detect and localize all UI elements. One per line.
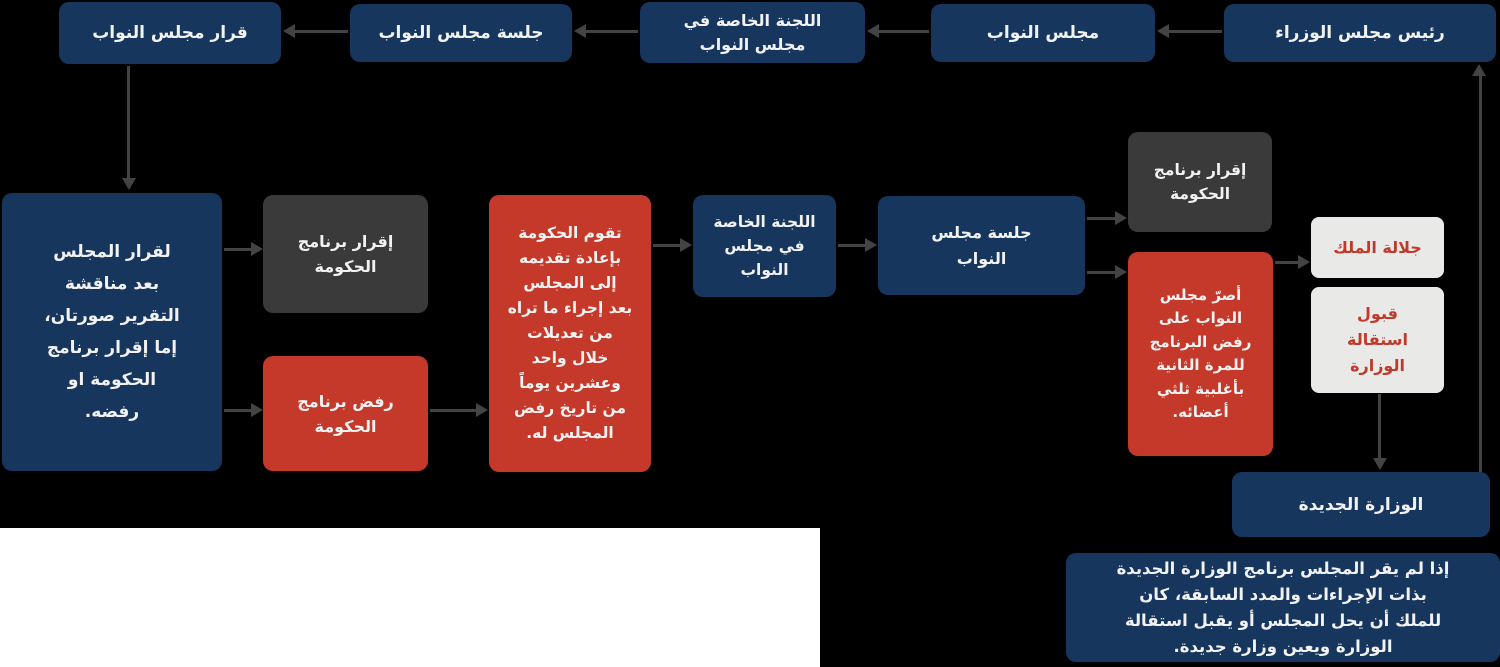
node-label: إقرار برنامج الحكومة bbox=[297, 232, 394, 276]
node-resubmit-program: تقوم الحكومة بإعادة تقديمه إلى المجلس بع… bbox=[489, 195, 651, 472]
node-label: الوزارة الجديدة bbox=[1298, 494, 1424, 515]
node-approve-program-left: إقرار برنامج الحكومة bbox=[263, 195, 428, 313]
node-king: جلالة الملك bbox=[1311, 217, 1444, 278]
node-insist-rejection: أصرّ مجلس النواب على رفض البرنامج للمرة … bbox=[1128, 252, 1273, 456]
node-label: إقرار برنامج الحكومة bbox=[1153, 161, 1247, 203]
arrow-reject-to-resubmit-head bbox=[476, 403, 488, 417]
arrow-ministry-to-pm-head bbox=[1472, 64, 1486, 76]
node-label: أصرّ مجلس النواب على رفض البرنامج للمرة … bbox=[1149, 285, 1252, 422]
arrow-outcomes-to-reject-shaft bbox=[224, 409, 251, 412]
node-label: اللجنة الخاصة في مجلس النواب bbox=[683, 10, 822, 54]
node-decision-outcomes: لقرار المجلس بعد مناقشة التقرير صورتان، … bbox=[2, 193, 222, 471]
arrow-session-to-approve-head bbox=[1115, 211, 1127, 225]
node-label: مجلس النواب bbox=[986, 23, 1100, 43]
node-house-decision: قرار مجلس النواب bbox=[59, 2, 281, 64]
arrow-insist-to-king-shaft bbox=[1275, 261, 1298, 264]
node-label: جلسة مجلس النواب bbox=[931, 222, 1032, 268]
arrow-insist-to-king-head bbox=[1298, 255, 1310, 269]
arrow-pm-to-house-head bbox=[1157, 24, 1169, 38]
arrow-decision-to-outcomes-head bbox=[122, 178, 136, 190]
node-house-session-mid: جلسة مجلس النواب bbox=[878, 196, 1085, 295]
arrow-committee-to-session-head bbox=[574, 24, 586, 38]
arrow-session-to-decision-shaft bbox=[294, 30, 348, 33]
arrow-resubmit-to-committee-head bbox=[680, 238, 692, 252]
node-house-of-representatives: مجلس النواب bbox=[931, 4, 1155, 62]
arrow-ministry-to-pm-shaft bbox=[1479, 76, 1482, 472]
node-prime-minister: رئيس مجلس الوزراء bbox=[1224, 4, 1496, 62]
node-label: جلالة الملك bbox=[1333, 238, 1422, 257]
node-label: قبول استقالة الوزارة bbox=[1347, 304, 1408, 375]
arrow-resignation-to-ministry-head bbox=[1373, 458, 1387, 470]
arrow-session-to-approve-shaft bbox=[1087, 217, 1115, 220]
node-bottom-note: إذا لم يقر المجلس برنامج الوزارة الجديدة… bbox=[1066, 553, 1500, 662]
arrow-pm-to-house-shaft bbox=[1168, 30, 1222, 33]
node-label: لقرار المجلس بعد مناقشة التقرير صورتان، … bbox=[44, 242, 180, 422]
arrow-house-to-committee-shaft bbox=[878, 30, 929, 33]
arrow-reject-to-resubmit-shaft bbox=[430, 409, 476, 412]
arrow-resubmit-to-committee-shaft bbox=[653, 244, 680, 247]
arrow-decision-to-outcomes-shaft bbox=[127, 66, 130, 178]
node-label: رئيس مجلس الوزراء bbox=[1275, 23, 1445, 43]
node-label: رفض برنامج الحكومة bbox=[297, 391, 394, 436]
node-label: إذا لم يقر المجلس برنامج الوزارة الجديدة… bbox=[1116, 558, 1450, 656]
arrow-outcomes-to-approve-head bbox=[251, 242, 263, 256]
arrow-resignation-to-ministry-shaft bbox=[1378, 394, 1381, 458]
node-approve-program-right: إقرار برنامج الحكومة bbox=[1128, 132, 1272, 232]
arrow-session-to-decision-head bbox=[283, 24, 295, 38]
background-white-area bbox=[0, 528, 820, 667]
arrow-committee-to-session-shaft bbox=[585, 30, 638, 33]
node-special-committee-mid: اللجنة الخاصة في مجلس النواب bbox=[693, 195, 836, 297]
node-label: تقوم الحكومة بإعادة تقديمه إلى المجلس بع… bbox=[507, 224, 633, 442]
arrow-outcomes-to-reject-head bbox=[251, 403, 263, 417]
arrow-session-to-insist-head bbox=[1115, 265, 1127, 279]
arrow-committee-to-session-mid-shaft bbox=[838, 244, 865, 247]
node-new-ministry: الوزارة الجديدة bbox=[1232, 472, 1490, 537]
arrow-committee-to-session-mid-head bbox=[865, 238, 877, 252]
node-house-session-top: جلسة مجلس النواب bbox=[350, 4, 572, 62]
arrow-session-to-insist-shaft bbox=[1087, 271, 1115, 274]
arrow-outcomes-to-approve-shaft bbox=[224, 248, 251, 251]
node-label: قرار مجلس النواب bbox=[92, 23, 248, 43]
node-label: جلسة مجلس النواب bbox=[378, 23, 544, 43]
node-special-committee-top: اللجنة الخاصة في مجلس النواب bbox=[640, 2, 865, 63]
node-reject-program: رفض برنامج الحكومة bbox=[263, 356, 428, 471]
node-label: اللجنة الخاصة في مجلس النواب bbox=[713, 213, 816, 279]
arrow-house-to-committee-head bbox=[867, 24, 879, 38]
node-accept-resignation: قبول استقالة الوزارة bbox=[1311, 287, 1444, 393]
